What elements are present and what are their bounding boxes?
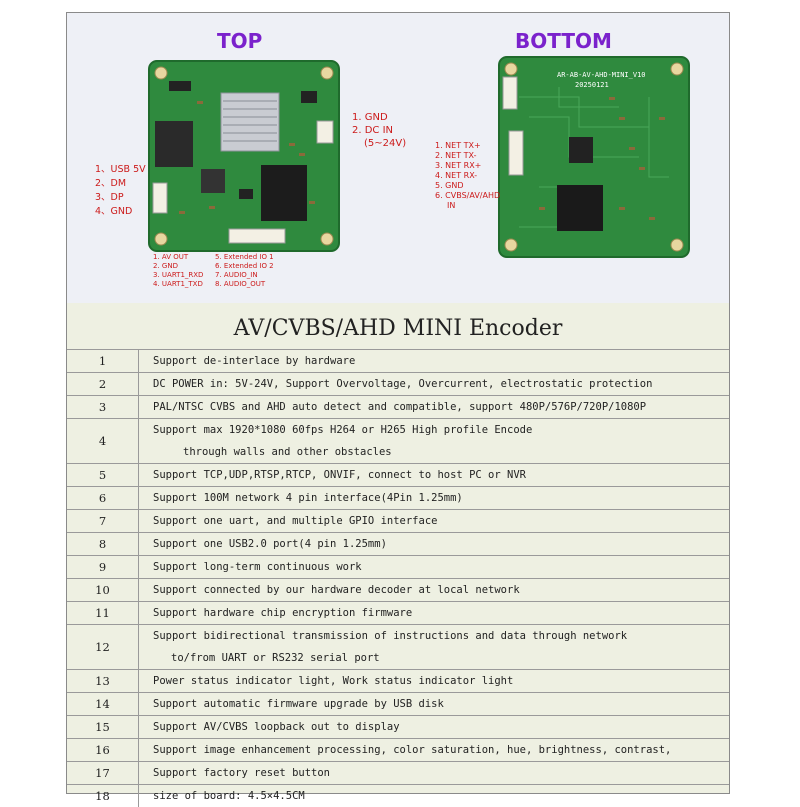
top-view-title: TOP xyxy=(217,29,263,53)
spec-line: Support factory reset button xyxy=(153,767,331,779)
spec-line: PAL/NTSC CVBS and AHD auto detect and co… xyxy=(153,401,647,413)
spec-row: 1 Support de-interlace by hardware xyxy=(67,349,729,372)
spec-row: 9 Support long-term continuous work xyxy=(67,555,729,578)
spec-row-number: 11 xyxy=(67,602,139,624)
spec-row-text: Support AV/CVBS loopback out to display xyxy=(153,716,729,738)
spec-row: 18 size of board: 4.5×4.5CM xyxy=(67,784,729,807)
io-pin-labels-left: 1. AV OUT 2. GND 3. UART1_RXD 4. UART1_T… xyxy=(153,253,204,288)
net-pin-labels: 1. NET TX+ 2. NET TX- 3. NET RX+ 4. NET … xyxy=(435,141,501,210)
spec-line: Support connected by our hardware decode… xyxy=(153,584,520,596)
spec-row-number: 3 xyxy=(67,396,139,418)
spec-row-text: Support hardware chip encryption firmwar… xyxy=(153,602,729,624)
spec-row: 15 Support AV/CVBS loopback out to displa… xyxy=(67,715,729,738)
spec-table: 1 Support de-interlace by hardware 2 DC POW… xyxy=(67,349,729,807)
spec-row: 3 PAL/NTSC CVBS and AHD auto detect and c… xyxy=(67,395,729,418)
spec-row: 8 Support one USB2.0 port(4 pin 1.25mm) xyxy=(67,532,729,555)
spec-row: 6 Support 100M network 4 pin interface(4P… xyxy=(67,486,729,509)
product-sheet: TOP xyxy=(66,12,730,807)
spec-line: Support image enhancement processing, co… xyxy=(153,744,672,756)
spec-line: Support hardware chip encryption firmwar… xyxy=(153,607,413,619)
spec-row: 12 Support bidirectional transmission of … xyxy=(67,624,729,669)
spec-row-text: Support one uart, and multiple GPIO inte… xyxy=(153,510,729,532)
spec-row-number: 9 xyxy=(67,556,139,578)
spec-row: 4 Support max 1920*1080 60fps H264 or H26… xyxy=(67,418,729,463)
spec-row-text: size of board: 4.5×4.5CM xyxy=(153,785,729,807)
spec-row-text: Support 100M network 4 pin interface(4Pi… xyxy=(153,487,729,509)
spec-row-number: 6 xyxy=(67,487,139,509)
spec-row-text: Support de-interlace by hardware xyxy=(153,350,729,372)
silkscreen-date: 20250121 xyxy=(575,81,609,89)
spec-row-number: 2 xyxy=(67,373,139,395)
spec-title: AV/CVBS/AHD MINI Encoder xyxy=(233,316,563,341)
spec-line: Power status indicator light, Work statu… xyxy=(153,675,514,687)
spec-line: DC POWER in: 5V-24V, Support Overvoltage… xyxy=(153,378,653,390)
spec-row-number: 15 xyxy=(67,716,139,738)
spec-row-number: 18 xyxy=(67,785,139,807)
spec-row-number: 8 xyxy=(67,533,139,555)
spec-row: 14 Support automatic firmware upgrade by … xyxy=(67,692,729,715)
spec-row: 5 Support TCP,UDP,RTSP,RTCP, ONVIF, conne… xyxy=(67,463,729,486)
spec-row: 13 Power status indicator light, Work sta… xyxy=(67,669,729,692)
spec-row-text: Support one USB2.0 port(4 pin 1.25mm) xyxy=(153,533,729,555)
usb-pin-labels: 1、USB 5V 2、DM 3、DP 4、GND xyxy=(95,164,146,217)
spec-row: 11 Support hardware chip encryption firmw… xyxy=(67,601,729,624)
spec-row-text: Support factory reset button xyxy=(153,762,729,784)
spec-row-number: 13 xyxy=(67,670,139,692)
silkscreen-model: AR-AB-AV-AHD-MINI_V10 xyxy=(557,71,646,79)
spec-row: 10 Support connected by our hardware deco… xyxy=(67,578,729,601)
spec-row-number: 7 xyxy=(67,510,139,532)
spec-line: size of board: 4.5×4.5CM xyxy=(153,790,305,802)
spec-row: 17 Support factory reset button xyxy=(67,761,729,784)
spec-row-text: Support bidirectional transmission of in… xyxy=(153,625,729,669)
spec-row-number: 17 xyxy=(67,762,139,784)
spec-row-text: Power status indicator light, Work statu… xyxy=(153,670,729,692)
io-pin-labels-right: 5. Extended IO 1 6. Extended IO 2 7. AUD… xyxy=(215,253,274,288)
spec-line: Support one USB2.0 port(4 pin 1.25mm) xyxy=(153,538,387,550)
spec-row-number: 12 xyxy=(67,625,139,669)
spec-row-text: Support image enhancement processing, co… xyxy=(153,739,729,761)
spec-line: Support AV/CVBS loopback out to display xyxy=(153,721,400,733)
bottom-view-title: BOTTOM xyxy=(515,29,612,53)
spec-row-text: Support long-term continuous work xyxy=(153,556,729,578)
spec-line: Support automatic firmware upgrade by US… xyxy=(153,698,444,710)
spec-row-number: 10 xyxy=(67,579,139,601)
spec-row-text: DC POWER in: 5V-24V, Support Overvoltage… xyxy=(153,373,729,395)
spec-row: 7 Support one uart, and multiple GPIO int… xyxy=(67,509,729,532)
dc-pin-labels: 1. GND 2. DC IN (5~24V) xyxy=(352,112,407,149)
spec-row-number: 14 xyxy=(67,693,139,715)
spec-row-number: 4 xyxy=(67,419,139,463)
spec-row-text: PAL/NTSC CVBS and AHD auto detect and co… xyxy=(153,396,729,418)
spec-row-text: Support connected by our hardware decode… xyxy=(153,579,729,601)
spec-row: 16 Support image enhancement processing, … xyxy=(67,738,729,761)
spec-row-text: Support TCP,UDP,RTSP,RTCP, ONVIF, connec… xyxy=(153,464,729,486)
spec-row-text: Support max 1920*1080 60fps H264 or H265… xyxy=(153,419,729,463)
spec-row: 2 DC POWER in: 5V-24V, Support Overvoltag… xyxy=(67,372,729,395)
spec-line: to/from UART or RS232 serial port xyxy=(171,652,380,664)
spec-line: Support long-term continuous work xyxy=(153,561,362,573)
spec-row-text: Support automatic firmware upgrade by US… xyxy=(153,693,729,715)
spec-line: Support 100M network 4 pin interface(4Pi… xyxy=(153,492,463,504)
spec-line: through walls and other obstacles xyxy=(183,446,392,458)
spec-line: Support one uart, and multiple GPIO inte… xyxy=(153,515,438,527)
bottom-pcb-image: AR-AB-AV-AHD-MINI_V10 20250121 xyxy=(498,56,690,258)
spec-row-number: 5 xyxy=(67,464,139,486)
spec-row-number: 1 xyxy=(67,350,139,372)
board-photo: TOP xyxy=(67,13,729,303)
top-pcb-image xyxy=(148,60,340,252)
spec-line: Support de-interlace by hardware xyxy=(153,355,356,367)
spec-line: Support TCP,UDP,RTSP,RTCP, ONVIF, connec… xyxy=(153,469,526,481)
spec-line: Support max 1920*1080 60fps H264 or H265… xyxy=(153,424,533,436)
spec-line: Support bidirectional transmission of in… xyxy=(153,630,628,642)
spec-row-number: 16 xyxy=(67,739,139,761)
